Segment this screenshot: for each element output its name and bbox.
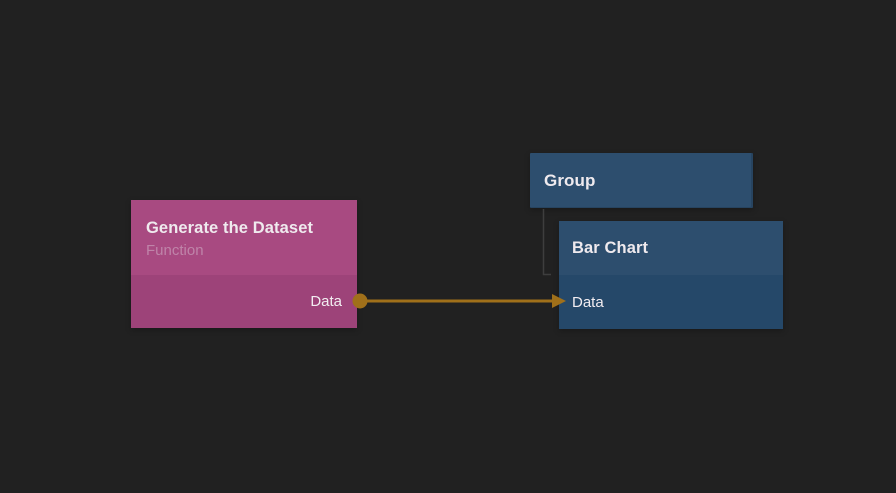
node-bar-chart-header[interactable]: Bar Chart <box>559 221 783 275</box>
node-bar-chart-body: Data <box>559 275 783 329</box>
node-generate-dataset-title: Generate the Dataset <box>146 218 314 237</box>
node-generate-dataset-subtitle: Function <box>146 241 204 259</box>
node-generate-dataset-header[interactable]: Generate the Dataset Function <box>131 200 357 275</box>
input-port-data-label: Data <box>572 293 604 311</box>
output-port-data[interactable]: Data <box>131 275 357 328</box>
node-generate-dataset-body: Data <box>131 275 357 328</box>
input-port-data[interactable]: Data <box>559 275 783 329</box>
node-generate-dataset[interactable]: Generate the Dataset Function Data <box>131 200 357 328</box>
node-group[interactable]: Group <box>530 153 753 208</box>
node-bar-chart-title: Bar Chart <box>572 238 649 257</box>
group-child-connector-line <box>542 209 551 276</box>
edge-data-to-data[interactable] <box>352 293 567 309</box>
node-bar-chart[interactable]: Bar Chart Data <box>559 221 783 329</box>
node-group-title: Group <box>544 171 596 190</box>
output-port-data-label: Data <box>310 293 342 310</box>
